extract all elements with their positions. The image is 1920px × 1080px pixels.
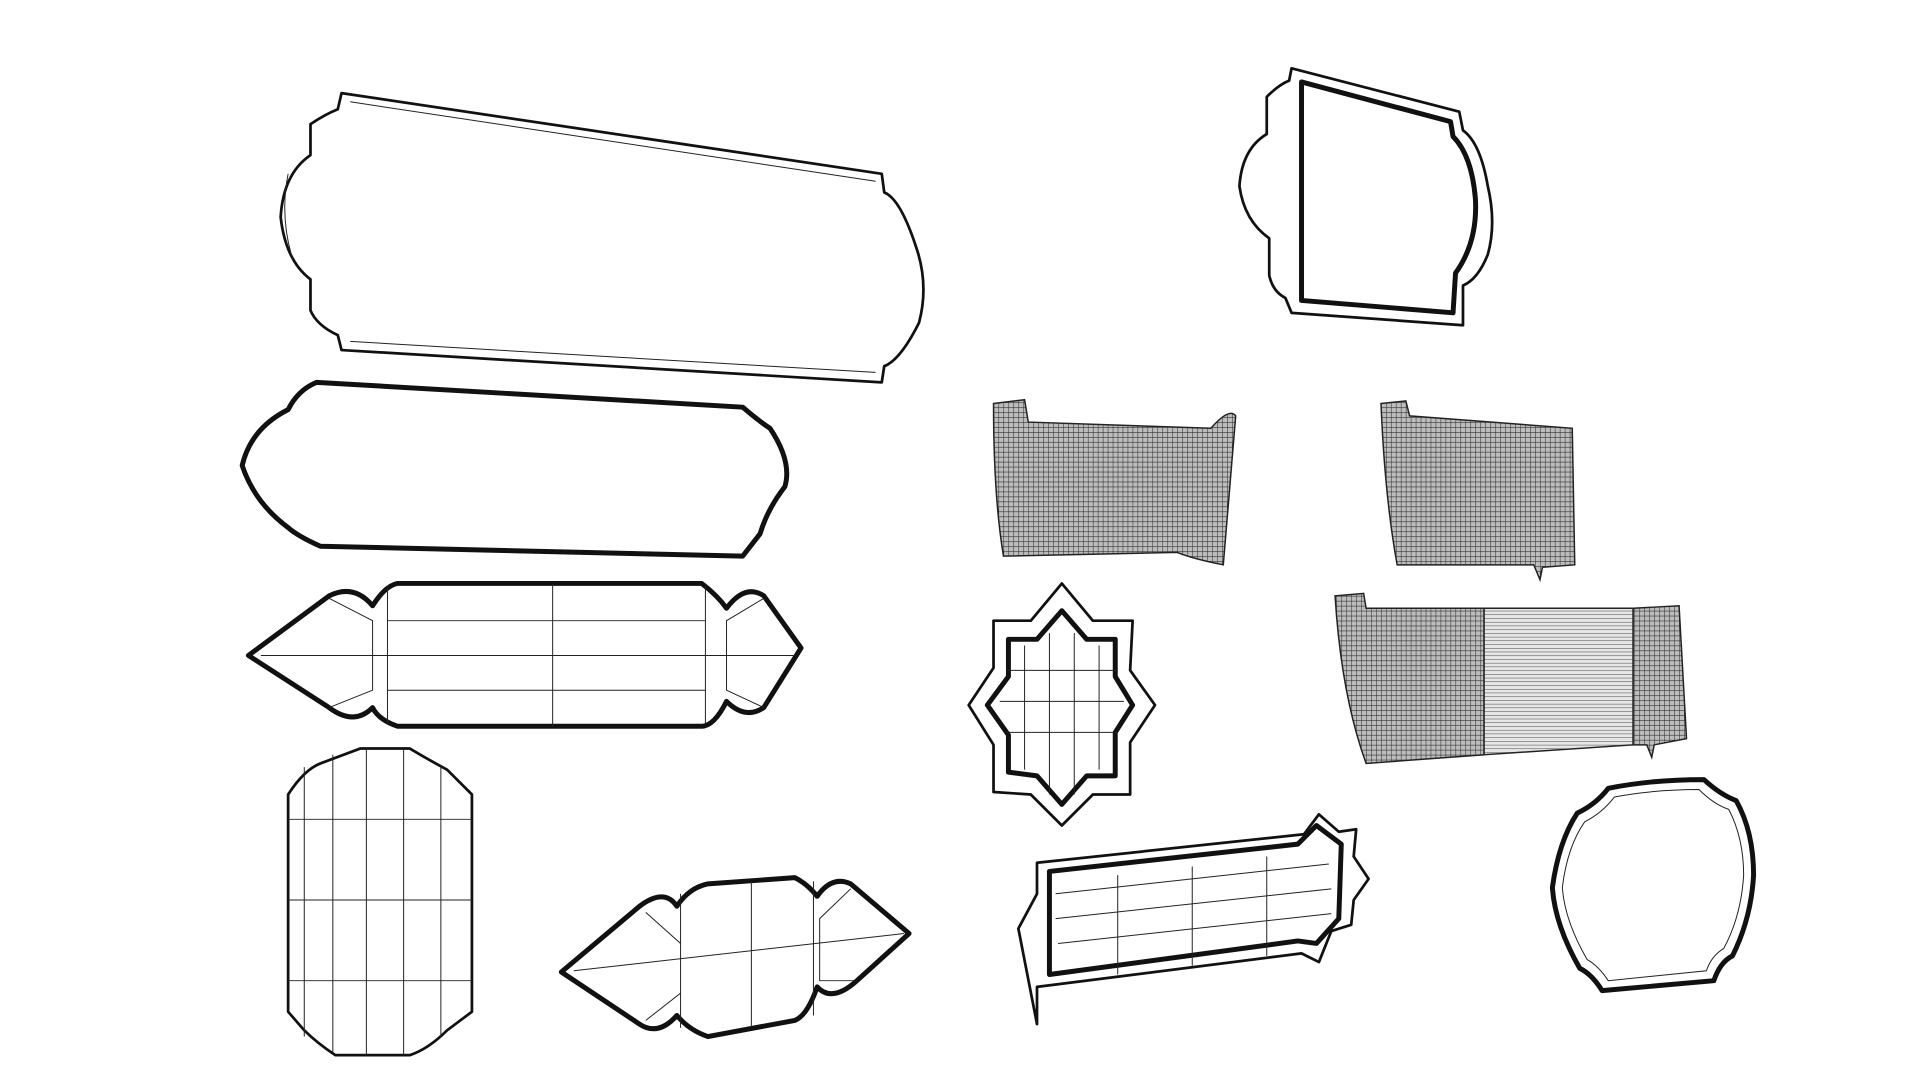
pointed-framed-plaque [1017,812,1370,1026]
tall-octagonal-plaque [286,747,474,1057]
scroll-banner-left [992,398,1237,566]
pointed-wireframe-plaque [245,580,804,729]
rounded-bracket-plaque [239,379,790,559]
scroll-banner-right [1380,400,1576,583]
small-pointed-plaque [558,875,912,1040]
rounded-octagon-frame [1549,777,1757,994]
bracket-frame [1238,66,1494,327]
wide-scroll-banner [1334,592,1688,765]
large-bracket-plaque [279,91,925,384]
star-frame [967,582,1157,827]
